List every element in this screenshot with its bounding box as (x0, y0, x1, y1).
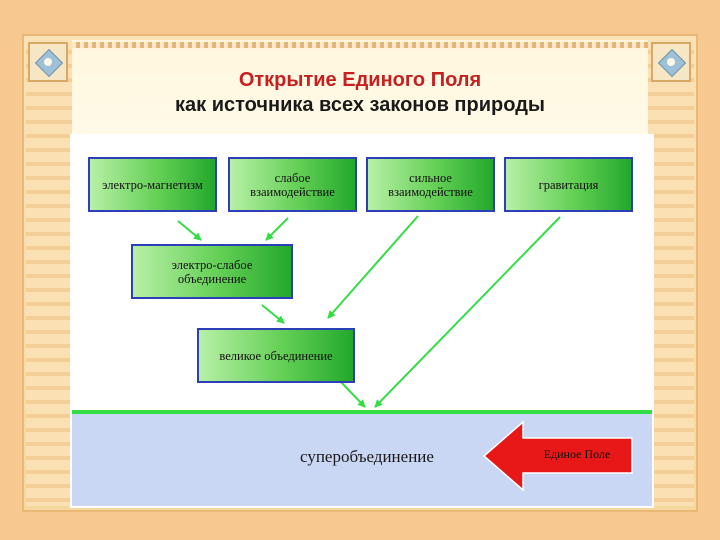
title-line-2: как источника всех законов природы (175, 94, 545, 116)
box-electromagnetism: электро-магнетизм (88, 157, 217, 212)
arrow-em-to-electroweak (177, 220, 202, 241)
left-column-ornament (26, 40, 72, 506)
unified-field-arrow-icon (482, 420, 633, 492)
cornice-ornament (60, 42, 660, 48)
box-gravitation: гравитация (504, 157, 633, 212)
arrow-grand-to-super (339, 380, 366, 408)
box-weak-interaction: слабое взаимодействие (228, 157, 357, 212)
right-column-ornament (648, 40, 694, 506)
arrow-electroweak-to-grand (261, 304, 285, 324)
arrow-strong-to-grand (327, 215, 419, 319)
title-area (38, 40, 682, 138)
superunification-line (72, 410, 652, 414)
box-electroweak-unification: электро-слабое объединение (131, 244, 293, 299)
right-capital-ornament-icon (651, 42, 691, 82)
box-grand-unification: великое объединение (197, 328, 355, 383)
superunification-label: суперобъединение (300, 447, 434, 466)
title-line-1: Открытие Единого Поля (238, 69, 482, 91)
box-strong-interaction: сильное взаимодействие (366, 157, 495, 212)
unified-field-label: Единое Поле (543, 447, 611, 461)
arrow-gravity-to-super (374, 216, 561, 408)
left-capital-ornament-icon (28, 42, 68, 82)
arrow-weak-to-electroweak (265, 217, 289, 241)
